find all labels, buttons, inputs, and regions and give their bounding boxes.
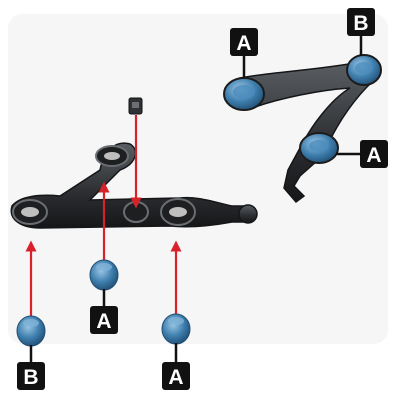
loose-bushing-right <box>161 313 191 362</box>
assembled-control-arm <box>223 36 382 204</box>
label-assembled-top-left: A <box>230 28 258 56</box>
socket-hole <box>21 207 39 217</box>
assembled-arm-body <box>238 61 373 204</box>
label-assembled-right: A <box>360 140 388 168</box>
label-text: A <box>366 144 381 167</box>
label-text: B <box>23 366 38 389</box>
bushing-icon <box>96 263 112 271</box>
bushing-icon <box>233 85 255 99</box>
assembly-arrows <box>25 115 182 318</box>
bushing-icon <box>168 317 184 325</box>
socket-hole <box>123 201 149 223</box>
label-text: A <box>236 32 251 55</box>
socket-hole <box>169 207 187 217</box>
label-text: A <box>168 366 183 389</box>
bushing-icon <box>23 319 39 327</box>
ball-joint <box>238 204 258 224</box>
label-assembled-top-right: B <box>347 8 375 36</box>
label-text: A <box>96 310 111 333</box>
label-text: B <box>353 12 368 35</box>
background-panel <box>8 14 388 344</box>
bushing-icon <box>309 140 329 152</box>
loose-bushing-center <box>89 259 119 306</box>
exploded-control-arm <box>10 142 258 229</box>
label-exploded-right: A <box>162 362 190 390</box>
loose-bushing-left <box>16 315 46 362</box>
bushing-icon <box>355 62 373 74</box>
label-exploded-center: A <box>90 306 118 334</box>
bolt-icon <box>128 97 143 115</box>
label-exploded-left: B <box>17 362 45 390</box>
socket-hole <box>104 152 120 160</box>
